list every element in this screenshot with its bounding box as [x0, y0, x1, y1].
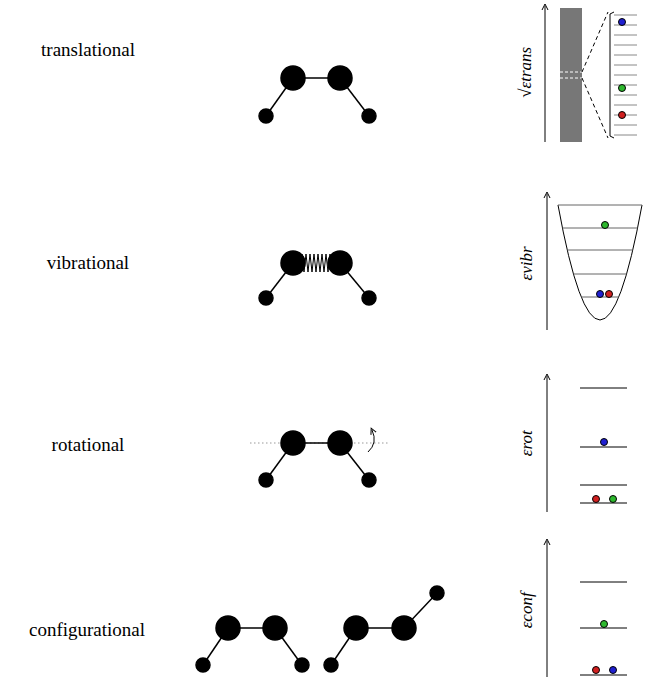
energy-level [614, 75, 637, 76]
molecule [250, 430, 388, 487]
energy-diagram [547, 541, 627, 677]
energy-diagram [547, 376, 627, 512]
energy-diagram [545, 6, 637, 142]
molecule [196, 586, 444, 672]
row-label: vibrational [47, 253, 129, 274]
energy-level [567, 250, 633, 251]
axis-label: εconf [518, 592, 537, 628]
axis-label: √εtrans [517, 47, 536, 98]
energy-level [614, 135, 637, 136]
row-label: configurational [29, 620, 145, 641]
energy-level [614, 65, 637, 66]
energy-level [614, 55, 637, 56]
energy-level [614, 105, 637, 106]
row-label: translational [41, 40, 135, 61]
energy-level [573, 274, 626, 275]
energy-diagram [547, 194, 642, 330]
energy-level [614, 125, 637, 126]
energy-level [562, 228, 637, 229]
energy-level [614, 95, 637, 96]
energy-level [614, 15, 637, 16]
energy-level [614, 85, 637, 86]
energy-level [614, 45, 637, 46]
molecule [259, 66, 376, 123]
molecule [259, 251, 376, 305]
energy-level [614, 25, 637, 26]
row-label: rotational [52, 435, 125, 456]
axis-label: εvibr [518, 246, 537, 280]
energy-level [558, 205, 642, 206]
axis-label: εrot [518, 430, 537, 456]
energy-level [614, 35, 637, 36]
